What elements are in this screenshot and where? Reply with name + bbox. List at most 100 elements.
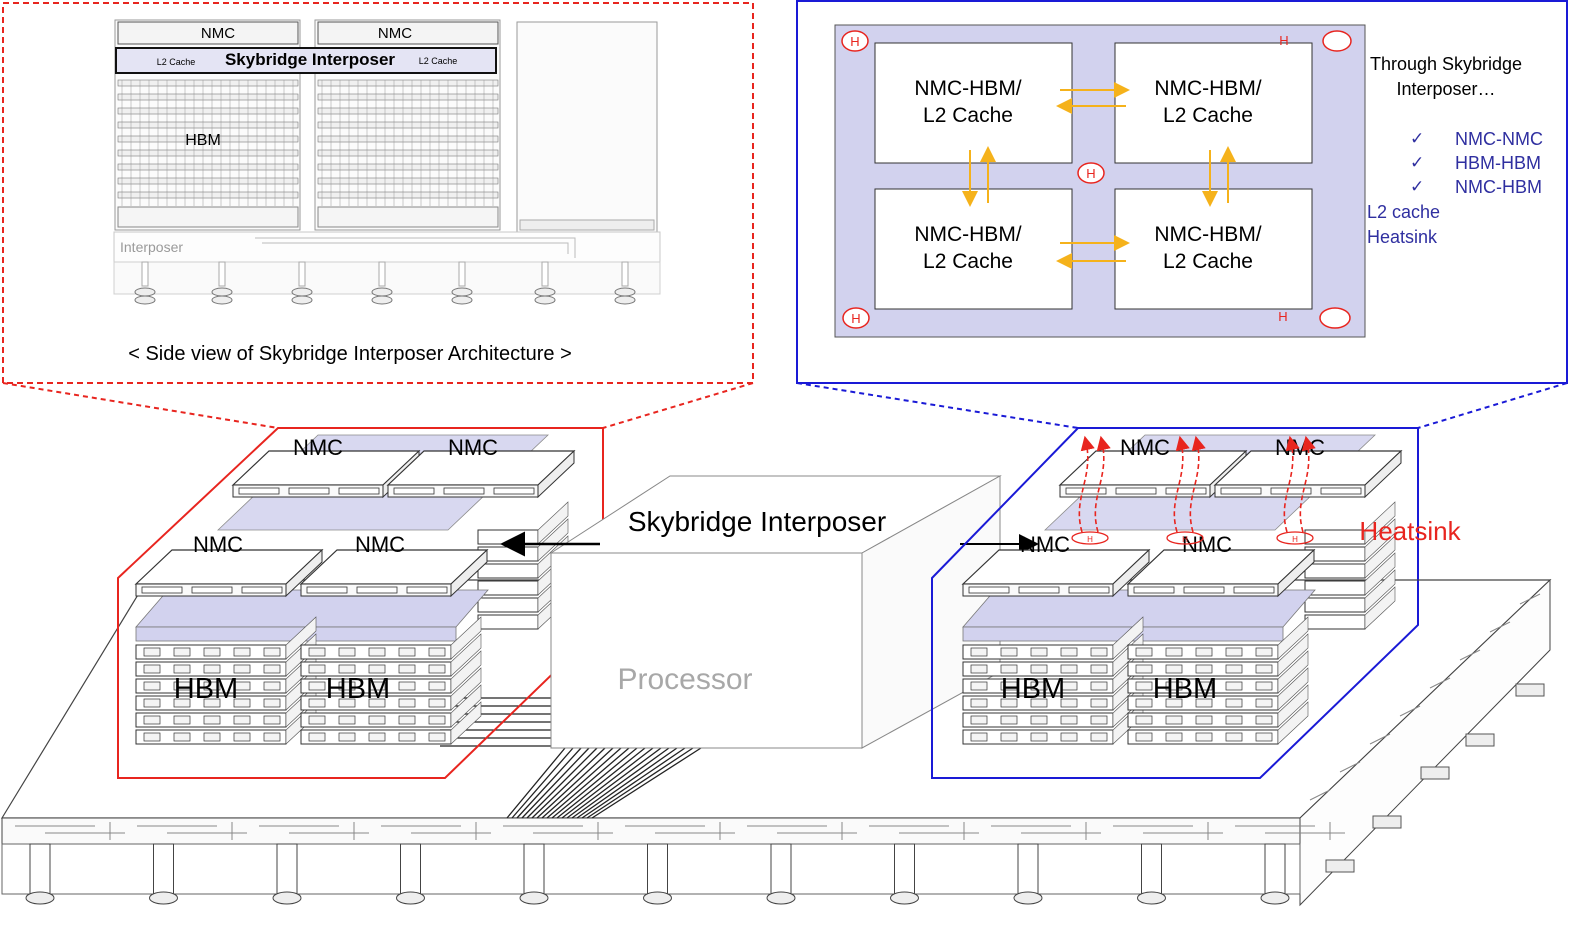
zoom-connector-red	[2, 382, 279, 429]
heatsink-marker: H	[841, 30, 869, 52]
board-pillar	[647, 843, 668, 895]
heat-arrow	[1283, 435, 1300, 533]
hbm-layer	[477, 563, 539, 579]
svg-text:H: H	[850, 34, 859, 49]
processor-label: Processor	[617, 663, 752, 696]
heat-spot-marker: H	[1292, 535, 1298, 544]
zoom-connector-blue	[796, 382, 1079, 429]
check-icon: ✓	[1410, 177, 1424, 196]
bump	[371, 295, 393, 305]
heatsink-marker: H	[1278, 309, 1287, 324]
side-view-bumps	[134, 261, 636, 305]
side-skybridge-band	[115, 47, 497, 74]
bump	[134, 295, 156, 305]
heat-spot	[1071, 531, 1109, 545]
extra-l2-cache: L2 cache	[1367, 202, 1440, 222]
top-cell: NMC-HBM/ L2 Cache	[874, 42, 1073, 164]
bump	[614, 295, 636, 305]
side-nmc-right-label: NMC	[378, 25, 412, 42]
side-pillar	[1515, 683, 1545, 697]
check-item: HBM-HBM	[1455, 153, 1541, 173]
side-interposer-label: Interposer	[120, 239, 183, 255]
heat-arrow	[1189, 435, 1206, 533]
svg-text:NMC-HBM/: NMC-HBM/	[1154, 223, 1261, 246]
bump	[211, 295, 233, 305]
hbm-layer	[1304, 529, 1366, 545]
side-skybridge-label: Skybridge Interposer	[225, 50, 395, 69]
svg-text:L2 Cache: L2 Cache	[923, 104, 1013, 127]
nmc-label: NMC	[448, 435, 498, 460]
bump	[218, 261, 226, 287]
svg-text:NMC-HBM/: NMC-HBM/	[914, 77, 1021, 100]
side-view-panel: NMC NMC Skybridge Interposer L2 Cache L2…	[2, 2, 754, 384]
bump	[298, 261, 306, 287]
nmc-label: NMC	[193, 532, 243, 557]
board-pillar-foot	[766, 891, 796, 905]
board-pillar	[1264, 843, 1286, 895]
bump	[451, 287, 473, 297]
zoom-connector-blue	[1417, 382, 1568, 429]
board-bumps	[25, 843, 1290, 905]
check-item: NMC-NMC	[1455, 129, 1543, 149]
processor-box: Processor	[549, 475, 1002, 749]
heat-arrow	[1299, 435, 1316, 533]
heat-spot-marker: H	[1087, 535, 1093, 544]
hbm-label: HBM	[1001, 673, 1065, 705]
interconnect-arrows	[962, 82, 1236, 269]
svg-text:L2 Cache: L2 Cache	[923, 250, 1013, 273]
top-cell: NMC-HBM/ L2 Cache	[1114, 188, 1313, 310]
hbm-layer	[1304, 597, 1366, 613]
board-pillar-foot	[149, 891, 178, 905]
bump	[458, 261, 466, 287]
hbm-label: HBM	[174, 673, 238, 705]
nmc-label: NMC	[293, 435, 343, 460]
heat-arrow	[1078, 435, 1095, 533]
heatsink-spot	[1319, 307, 1351, 329]
bump	[134, 287, 156, 297]
heatsink-marker: H	[842, 307, 870, 329]
board-pillar	[29, 843, 51, 895]
hbm-label: HBM	[326, 673, 390, 705]
nmc-label: NMC	[355, 532, 405, 557]
bump	[371, 287, 393, 297]
side-l2-right-label: L2 Cache	[419, 56, 458, 66]
bump	[211, 287, 233, 297]
processor-traces	[440, 697, 702, 819]
hbm-layer	[477, 597, 539, 613]
hbm-layer	[1304, 563, 1366, 579]
board-pillar-foot	[519, 891, 549, 905]
side-nmc-left-label: NMC	[201, 25, 235, 42]
nmc-label: NMC	[1275, 435, 1325, 460]
hbm-layer	[477, 614, 539, 630]
svg-text:H: H	[1086, 166, 1095, 181]
board-pillar	[276, 843, 298, 895]
bump	[378, 261, 386, 287]
board-pillar-foot	[25, 891, 55, 905]
hbm-layer	[1304, 614, 1366, 630]
heatsink-marker: H	[1279, 33, 1288, 48]
side-view-stacks	[114, 19, 658, 233]
heatsink-marker: H	[1077, 162, 1105, 184]
through-line-2: Interposer…	[1396, 79, 1495, 99]
bump	[291, 287, 313, 297]
skybridge-main-label: Skybridge Interposer	[628, 506, 886, 537]
svg-text:H: H	[1278, 309, 1287, 324]
side-pillar	[1372, 815, 1402, 829]
side-pillar	[1325, 859, 1355, 873]
bump	[141, 261, 149, 287]
side-pillar	[1420, 766, 1450, 780]
board-pillar	[523, 843, 545, 895]
bump	[534, 287, 556, 297]
right-region-frame	[931, 427, 1419, 779]
bump	[614, 287, 636, 297]
through-line-1: Through Skybridge	[1370, 54, 1522, 74]
board-pillar-foot	[890, 891, 919, 905]
bump	[621, 261, 629, 287]
check-item: NMC-HBM	[1455, 177, 1542, 197]
svg-text:H: H	[1279, 33, 1288, 48]
board-pillar-foot	[396, 891, 425, 905]
bump	[451, 295, 473, 305]
